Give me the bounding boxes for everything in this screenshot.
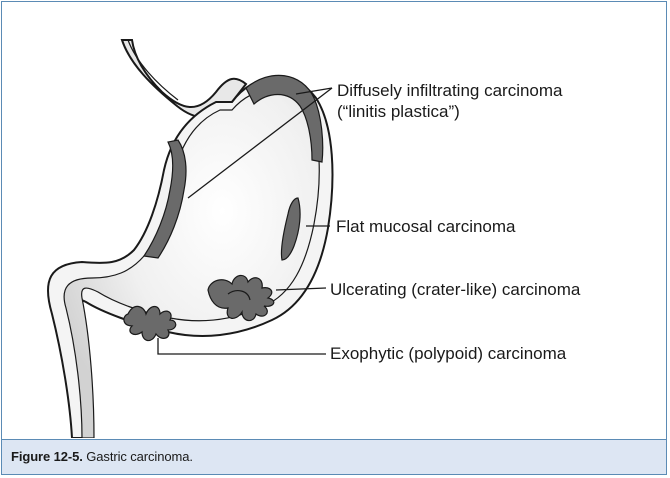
figure-illustration: Diffusely infiltrating carcinoma (“linit…: [2, 2, 666, 438]
exophytic-lesion: [124, 306, 176, 340]
label-linitis-plastica: (“linitis plastica”): [337, 101, 460, 122]
stomach-diagram: [2, 2, 666, 438]
figure-caption-text: Gastric carcinoma.: [83, 449, 193, 464]
label-ulcerating: Ulcerating (crater-like) carcinoma: [330, 279, 580, 300]
figure-number: Figure 12-5.: [11, 449, 83, 464]
label-diffuse-infiltrating: Diffusely infiltrating carcinoma: [337, 80, 563, 101]
figure-caption: Figure 12-5. Gastric carcinoma.: [2, 439, 666, 474]
label-exophytic: Exophytic (polypoid) carcinoma: [330, 343, 566, 364]
label-flat-mucosal: Flat mucosal carcinoma: [336, 216, 516, 237]
